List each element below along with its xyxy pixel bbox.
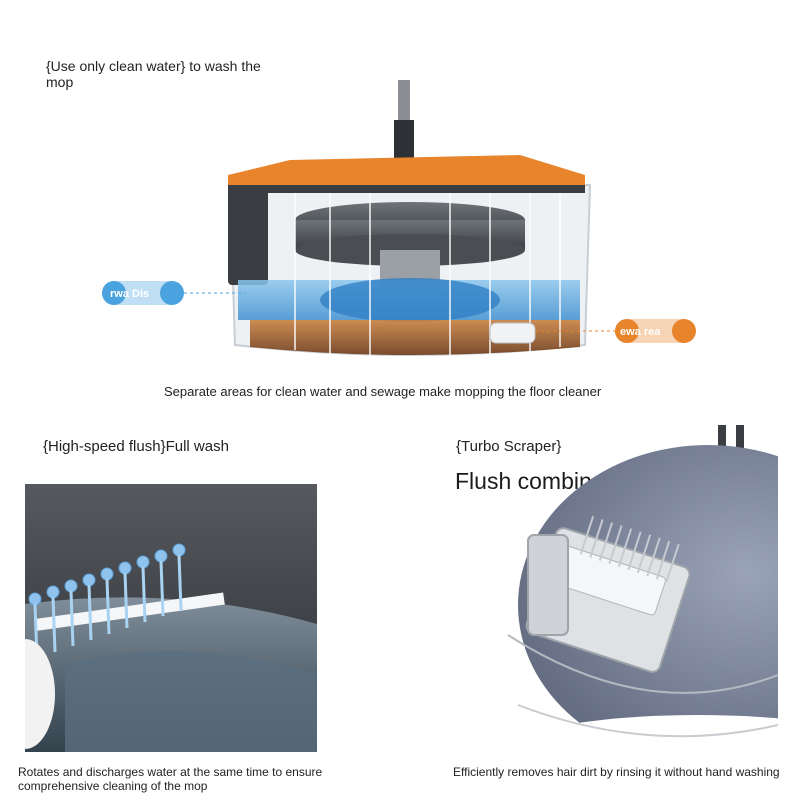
hair-removal-caption: Efficiently removes hair dirt by rinsing… <box>453 765 780 779</box>
high-speed-flush-title: {High-speed flush}Full wash <box>43 438 229 455</box>
scraper-module <box>525 516 691 673</box>
fresh-water-label: rwa Dis <box>102 281 184 305</box>
mop-bucket-illustration: rwa Dis ewa rea <box>102 80 696 358</box>
svg-text:ewa rea: ewa rea <box>620 326 661 338</box>
side-panel <box>228 185 268 285</box>
flush-brush-photo <box>25 484 317 752</box>
orange-lid <box>228 155 585 185</box>
separate-areas-description: Separate areas for clean water and sewag… <box>164 384 602 399</box>
turbo-scraper-title: {Turbo Scraper} <box>456 438 562 455</box>
clean-water-caption: {Use only clean water} to wash the mop <box>46 58 261 90</box>
turbo-scraper-illustration <box>498 425 778 755</box>
rotate-discharge-caption: Rotates and discharges water at the same… <box>18 765 323 793</box>
brush-base <box>34 592 225 631</box>
svg-text:rwa Dis: rwa Dis <box>110 288 149 300</box>
sewage-label: ewa rea <box>615 319 696 343</box>
